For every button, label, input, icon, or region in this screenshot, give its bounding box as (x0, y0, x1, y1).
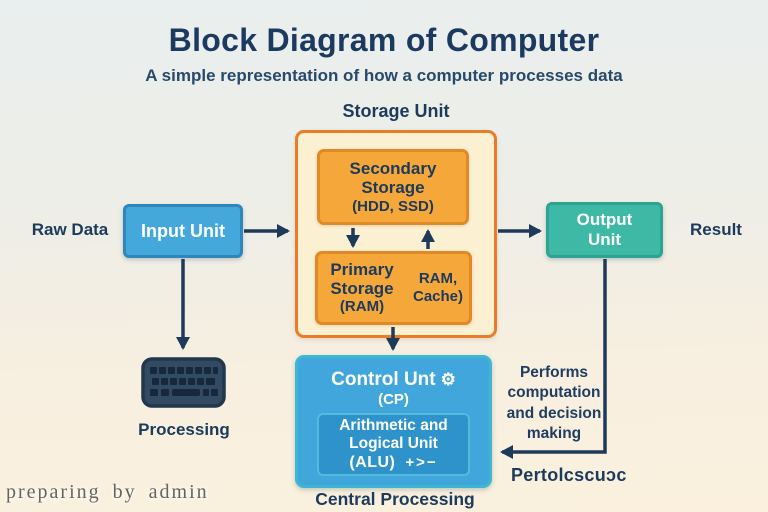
watermark-text: preparing by admin (6, 481, 209, 503)
alu-abbr-row: (ALU) +>− (349, 454, 437, 472)
secondary-storage-box: Secondary Storage (HDD, SSD) (317, 149, 469, 225)
alu-box: Arithmetic and Logical Unit (ALU) +>− (317, 413, 470, 476)
secondary-storage-detail: (HDD, SSD) (352, 198, 434, 216)
performs-note: Performs computation and decision making (506, 364, 602, 443)
input-unit-label: Input Unit (141, 220, 225, 241)
page-subtitle: A simple representation of how a compute… (145, 66, 623, 85)
keyboard-icon (141, 357, 226, 408)
primary-storage-side-note: RAM, Cache) (412, 270, 464, 305)
output-unit-label: Output Unit (576, 210, 633, 249)
result-label: Result (690, 220, 742, 239)
raw-data-label: Raw Data (31, 220, 109, 239)
control-unit-box: Control Unt⚙ (CP) Arithmetic and Logical… (295, 355, 492, 488)
alu-abbr: (ALU) (349, 453, 396, 471)
alu-name: Arithmetic and Logical Unit (339, 417, 448, 452)
control-unit-title: Control Unt⚙ (298, 369, 489, 391)
secondary-storage-name: Secondary Storage (349, 158, 437, 197)
primary-storage-box: Primary Storage (RAM) RAM, Cache) (315, 251, 472, 325)
processing-label: Processing (138, 420, 230, 439)
garbled-text: Pertolcscuɔc (511, 465, 627, 485)
input-unit-box: Input Unit (123, 204, 243, 258)
primary-storage-detail: (RAM) (339, 298, 385, 316)
primary-storage-name: Primary Storage (330, 259, 394, 298)
control-unit-subtitle: (CP) (378, 391, 409, 408)
page-title: Block Diagram of Computer (168, 22, 600, 58)
central-processing-label: Central Processing (315, 489, 475, 509)
primary-storage-text: Primary Storage (RAM) (320, 259, 404, 316)
gear-icon: ⚙ (440, 370, 456, 389)
control-unit-title-text: Control Unt (331, 369, 436, 390)
storage-unit-label: Storage Unit (342, 101, 450, 121)
alu-operator-symbols: +>− (405, 453, 438, 471)
output-unit-box: Output Unit (546, 202, 663, 258)
